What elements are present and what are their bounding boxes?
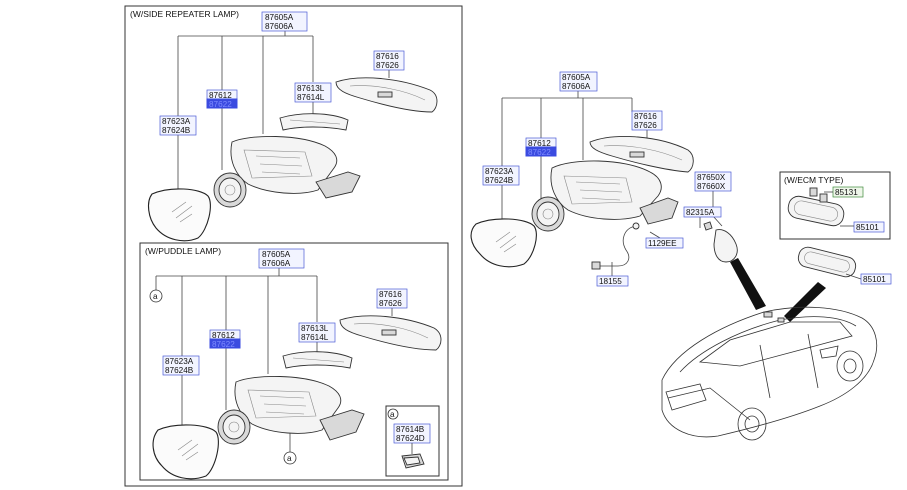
svg-text:87616: 87616 <box>376 52 399 61</box>
svg-text:87612: 87612 <box>209 91 232 100</box>
svg-text:87624B: 87624B <box>485 176 514 185</box>
part-label-inside-mirror[interactable]: 85101 <box>860 273 892 285</box>
svg-text:87605A: 87605A <box>562 73 591 82</box>
arrow-to-car-mirror <box>730 258 766 310</box>
callout-a-bottom[interactable]: a <box>283 451 297 465</box>
mirror-actuator-drawing-1 <box>213 172 247 208</box>
mirror-cover-drawing-1 <box>335 77 438 113</box>
svg-text:87622: 87622 <box>528 148 551 157</box>
puddle-panel-border <box>139 242 449 481</box>
svg-text:87622: 87622 <box>212 340 235 349</box>
part-label-ecm-sensor[interactable]: 85131 <box>832 186 864 198</box>
part-label-actuator-2[interactable]: 87612 87622 <box>209 329 241 349</box>
svg-text:87622: 87622 <box>209 100 232 109</box>
part-label-lamp-1[interactable]: 87613L 87614L <box>294 82 332 103</box>
ecm-panel-border <box>779 171 891 240</box>
svg-text:87623A: 87623A <box>162 117 191 126</box>
mirror-cover-drawing-main <box>589 136 694 173</box>
outer-panel-border <box>124 5 463 487</box>
arrow-to-car-inside <box>784 282 826 322</box>
puddle-lamp-drawing <box>282 351 353 369</box>
svg-text:1129EE: 1129EE <box>648 239 677 248</box>
part-label-screw[interactable]: 1129EE <box>645 237 684 249</box>
svg-text:87606A: 87606A <box>265 22 294 31</box>
part-label-assy-main[interactable]: 87605A 87606A <box>559 71 598 92</box>
svg-text:87624B: 87624B <box>162 126 191 135</box>
main-leaders <box>501 91 723 276</box>
car-drawing <box>661 306 878 441</box>
part-label-glass-2[interactable]: 87623A 87624B <box>162 355 200 376</box>
part-label-actuator-main[interactable]: 87612 87622 <box>525 137 557 157</box>
svg-text:18155: 18155 <box>599 277 622 286</box>
svg-text:87623A: 87623A <box>165 357 194 366</box>
inset-a-callout[interactable]: a <box>387 408 399 420</box>
mirror-housing-drawing-2 <box>234 376 365 441</box>
svg-text:a: a <box>287 454 292 463</box>
mirror-housing-drawing-main <box>550 160 679 225</box>
svg-text:87606A: 87606A <box>262 259 291 268</box>
antenna-drawing <box>703 221 738 263</box>
part-label-cover-main[interactable]: 87616 87626 <box>631 110 663 131</box>
mirror-cover-drawing-2 <box>339 315 442 351</box>
part-label-assy-1[interactable]: 87605A 87606A <box>261 11 308 32</box>
svg-text:85101: 85101 <box>863 275 886 284</box>
part-label-cover-1[interactable]: 87616 87626 <box>373 50 405 71</box>
mirror-actuator-drawing-2 <box>217 409 251 445</box>
puddle-lamp-unit-drawing <box>401 453 425 469</box>
svg-text:87613L: 87613L <box>297 84 325 93</box>
svg-text:87614B: 87614B <box>396 425 425 434</box>
svg-text:87614L: 87614L <box>301 333 329 342</box>
wiring-harness-drawing <box>591 222 640 270</box>
part-label-ecm-mirror[interactable]: 85101 <box>853 221 885 233</box>
svg-text:87626: 87626 <box>634 121 657 130</box>
svg-text:85131: 85131 <box>835 188 858 197</box>
svg-text:87626: 87626 <box>379 299 402 308</box>
svg-text:85101: 85101 <box>856 223 879 232</box>
svg-text:87626: 87626 <box>376 61 399 70</box>
svg-text:87605A: 87605A <box>262 250 291 259</box>
puddle-lamp-title: (W/PUDDLE LAMP) <box>145 246 221 256</box>
mirror-glass-drawing-main <box>470 218 537 268</box>
inset-a-border <box>385 405 440 477</box>
part-label-wiring[interactable]: 18155 <box>596 275 629 287</box>
side-repeater-title: (W/SIDE REPEATER LAMP) <box>130 9 239 19</box>
side-repeater-lamp-drawing-1 <box>279 113 349 131</box>
svg-text:87650X: 87650X <box>697 173 726 182</box>
ecm-mirror-drawing <box>787 187 845 227</box>
svg-text:87612: 87612 <box>528 139 551 148</box>
mirror-glass-drawing-2 <box>152 424 219 480</box>
svg-text:87614L: 87614L <box>297 93 325 102</box>
svg-text:87612: 87612 <box>212 331 235 340</box>
svg-text:87616: 87616 <box>379 290 402 299</box>
svg-text:87605A: 87605A <box>265 13 294 22</box>
svg-text:87606A: 87606A <box>562 82 591 91</box>
puddle-leaders <box>155 268 393 452</box>
mirror-actuator-drawing-main <box>531 196 565 232</box>
callout-a-top[interactable]: a <box>149 289 163 303</box>
side-repeater-leaders <box>177 31 390 190</box>
svg-text:a: a <box>390 410 395 419</box>
ecm-title: (W/ECM TYPE) <box>784 175 844 185</box>
svg-text:87613L: 87613L <box>301 324 329 333</box>
part-label-glass-1[interactable]: 87623A 87624B <box>159 115 197 136</box>
part-label-glass-main[interactable]: 87623A 87624B <box>482 165 520 186</box>
svg-text:87660X: 87660X <box>697 182 726 191</box>
svg-text:a: a <box>153 292 158 301</box>
mirror-housing-drawing-1 <box>230 136 361 199</box>
part-label-antenna[interactable]: 87650X 87660X <box>694 171 732 192</box>
svg-text:87624B: 87624B <box>165 366 194 375</box>
part-label-cover-2[interactable]: 87616 87626 <box>376 288 408 309</box>
svg-text:87616: 87616 <box>634 112 657 121</box>
part-label-actuator-1[interactable]: 87612 87622 <box>206 89 238 109</box>
svg-text:87623A: 87623A <box>485 167 514 176</box>
inside-mirror-drawing <box>797 246 862 280</box>
part-label-inset-lamp[interactable]: 87614B 87624D <box>393 423 431 444</box>
svg-text:87624D: 87624D <box>396 434 425 443</box>
part-label-assy-2[interactable]: 87605A 87606A <box>258 248 305 269</box>
part-label-bracket[interactable]: 82315A <box>683 206 722 218</box>
part-label-lamp-2[interactable]: 87613L 87614L <box>298 322 336 343</box>
mirror-glass-drawing-1 <box>147 188 211 242</box>
svg-text:82315A: 82315A <box>686 208 715 217</box>
